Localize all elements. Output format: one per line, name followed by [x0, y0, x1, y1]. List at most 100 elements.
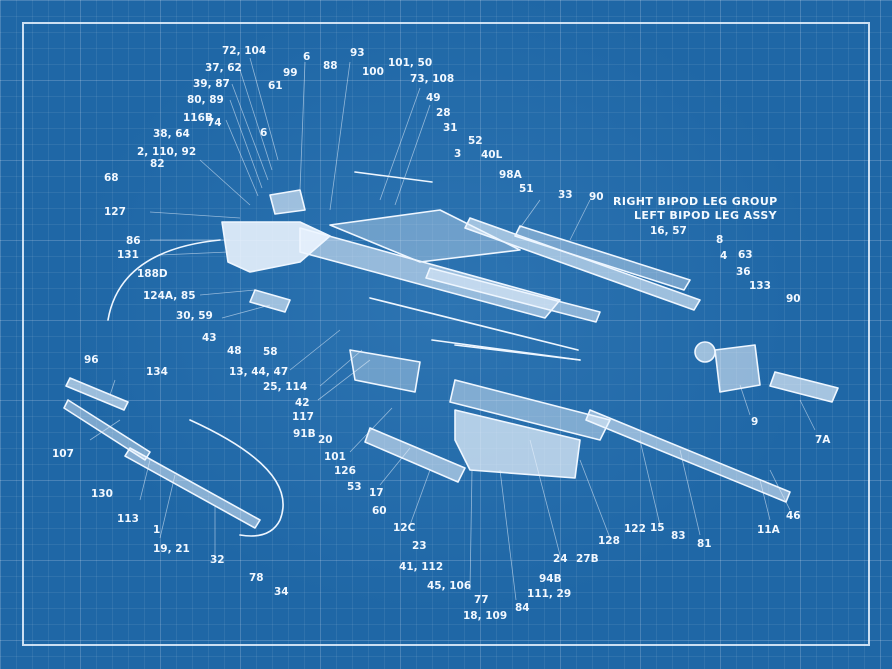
callout-label: 90 [786, 293, 801, 305]
callout-label: 124A, 85 [143, 290, 196, 302]
callout-label: 73, 108 [410, 73, 455, 85]
callout-label: 1 [153, 524, 161, 536]
callout-label: 15 [650, 522, 665, 534]
leader-line [639, 439, 661, 526]
right-bipod-leg-group-title: RIGHT BIPOD LEG GROUP [613, 195, 778, 208]
callout-label: 122 [624, 523, 646, 535]
leader-line [409, 469, 431, 526]
callout-label: 9 [751, 416, 759, 428]
leader-line [329, 61, 351, 211]
callout-label: 3 [454, 148, 462, 160]
callout-label: 45, 106 [427, 580, 472, 592]
leader-line [199, 289, 256, 296]
bipod-curve [189, 419, 284, 537]
callout-label: 41, 112 [399, 561, 444, 573]
callout-label: 4 [720, 250, 728, 262]
trigger-mechanism-part [364, 427, 466, 483]
barrel-part [464, 217, 701, 311]
callout-label: 93 [350, 47, 365, 59]
callout-label: 81 [697, 538, 712, 550]
callout-label: 40L [481, 149, 503, 161]
leader-line [799, 399, 816, 431]
callout-label: 25, 114 [263, 381, 308, 393]
trigger-housing-part [449, 379, 611, 441]
callout-label: 116B [183, 112, 213, 124]
callout-label: 42 [295, 397, 310, 409]
leader-line [769, 469, 791, 511]
bipod-leg-left-part [65, 377, 129, 411]
callout-label: 84 [515, 602, 530, 614]
callout-label: 127 [104, 206, 126, 218]
leader-line [469, 469, 473, 591]
barrel-jacket-part [514, 225, 691, 291]
leader-line [159, 474, 176, 539]
leader-line [319, 349, 363, 387]
leader-line [299, 61, 306, 191]
leader-line [379, 87, 421, 201]
callout-label: 77 [474, 594, 489, 606]
leader-line [317, 359, 371, 401]
callout-label: 19, 21 [153, 543, 190, 555]
callout-label: 6 [260, 127, 268, 139]
callout-label: 7A [815, 434, 831, 446]
callout-label: 32 [210, 554, 225, 566]
leader-line [394, 104, 431, 206]
callout-label: 31 [443, 122, 458, 134]
callout-label: 46 [786, 510, 801, 522]
leader-line [139, 459, 151, 501]
leader-line [199, 159, 251, 206]
callout-label: 63 [738, 249, 753, 261]
handguard-part [454, 409, 581, 479]
callout-label: 2, 110, 92 [137, 146, 197, 158]
left-bipod-leg-assy-title: LEFT BIPOD LEG ASSY [634, 209, 778, 222]
callout-label: 80, 89 [187, 94, 224, 106]
sling-curve [107, 239, 221, 321]
leader-line [499, 469, 517, 601]
blueprint-border [22, 22, 870, 646]
callout-label: 28 [436, 107, 451, 119]
muzzle-part [769, 371, 839, 403]
callout-label: 99 [283, 67, 298, 79]
callout-label: 94B [539, 573, 562, 585]
callout-label: 117 [292, 411, 314, 423]
leader-line [679, 449, 701, 536]
callout-label: 17 [369, 487, 384, 499]
callout-label: 12C [393, 522, 416, 534]
callout-label: 49 [426, 92, 441, 104]
leader-line [109, 379, 116, 396]
callout-label: 128 [598, 535, 620, 547]
lower-barrel-part [425, 267, 601, 323]
callout-label: 11A [757, 524, 780, 536]
callout-label: 107 [52, 448, 74, 460]
callout-label: 36 [736, 266, 751, 278]
leader-line [579, 459, 611, 539]
leader-line [289, 329, 341, 371]
callout-label: 53 [347, 481, 362, 493]
top-rod-part [354, 171, 433, 183]
callout-label: 100 [362, 66, 384, 78]
callout-label: 134 [146, 366, 168, 378]
callout-label: 33 [558, 189, 573, 201]
callout-label: 6 [303, 51, 311, 63]
forearm-barrel-part [585, 409, 791, 503]
sear-part [349, 349, 421, 393]
callout-label: 96 [84, 354, 99, 366]
callout-label: 83 [671, 530, 686, 542]
callout-label: 91B [293, 428, 316, 440]
callout-label: 90 [589, 191, 604, 203]
callout-label: 72, 104 [222, 45, 267, 57]
callout-label: 101, 50 [388, 57, 433, 69]
callout-label: 133 [749, 280, 771, 292]
callout-label: 20 [318, 434, 333, 446]
callout-label: 58 [263, 346, 278, 358]
callout-label: 38, 64 [153, 128, 190, 140]
leader-line [379, 447, 411, 486]
callout-label: 13, 44, 47 [229, 366, 289, 378]
callout-label: 82 [150, 158, 165, 170]
callout-label: 113 [117, 513, 139, 525]
callout-label: 86 [126, 235, 141, 247]
operating-rod-part [369, 297, 579, 351]
callout-label: 98A [499, 169, 522, 181]
